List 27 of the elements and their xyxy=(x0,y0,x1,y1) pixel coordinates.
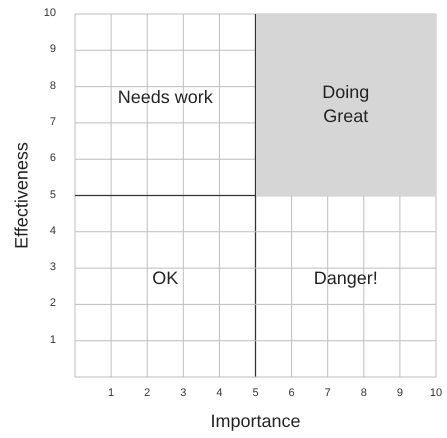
tick-label: 3 xyxy=(179,387,188,399)
quadrant-label: Doing Great xyxy=(321,81,370,128)
axis-title: Effectiveness xyxy=(12,140,32,250)
tick-label: 9 xyxy=(396,387,404,399)
tick-label: 3 xyxy=(50,261,56,274)
tick-label: 9 xyxy=(50,43,56,56)
quadrant-label: OK xyxy=(152,267,178,290)
tick-label: 5 xyxy=(50,188,56,200)
tick-label: 7 xyxy=(324,387,332,399)
tick-label: 10 xyxy=(44,7,56,19)
tick-label: 2 xyxy=(50,297,56,310)
tick-label: 4 xyxy=(215,387,224,399)
tick-label: 8 xyxy=(360,387,368,399)
quadrant-label: Needs work xyxy=(118,86,213,109)
quadrant-label: Danger! xyxy=(314,267,378,290)
tick-label: 4 xyxy=(50,224,56,237)
tick-label: 5 xyxy=(251,387,260,399)
tick-label: 7 xyxy=(50,116,56,128)
tick-label: 6 xyxy=(50,152,56,164)
quadrant xyxy=(256,14,436,196)
axis-title: Importance xyxy=(209,411,302,432)
tick-label: 8 xyxy=(50,80,56,92)
tick-label: 1 xyxy=(50,334,56,346)
tick-label: 6 xyxy=(288,387,296,399)
tick-label: 10 xyxy=(428,387,444,399)
tick-label: 2 xyxy=(143,387,152,399)
tick-label: 1 xyxy=(107,387,116,399)
